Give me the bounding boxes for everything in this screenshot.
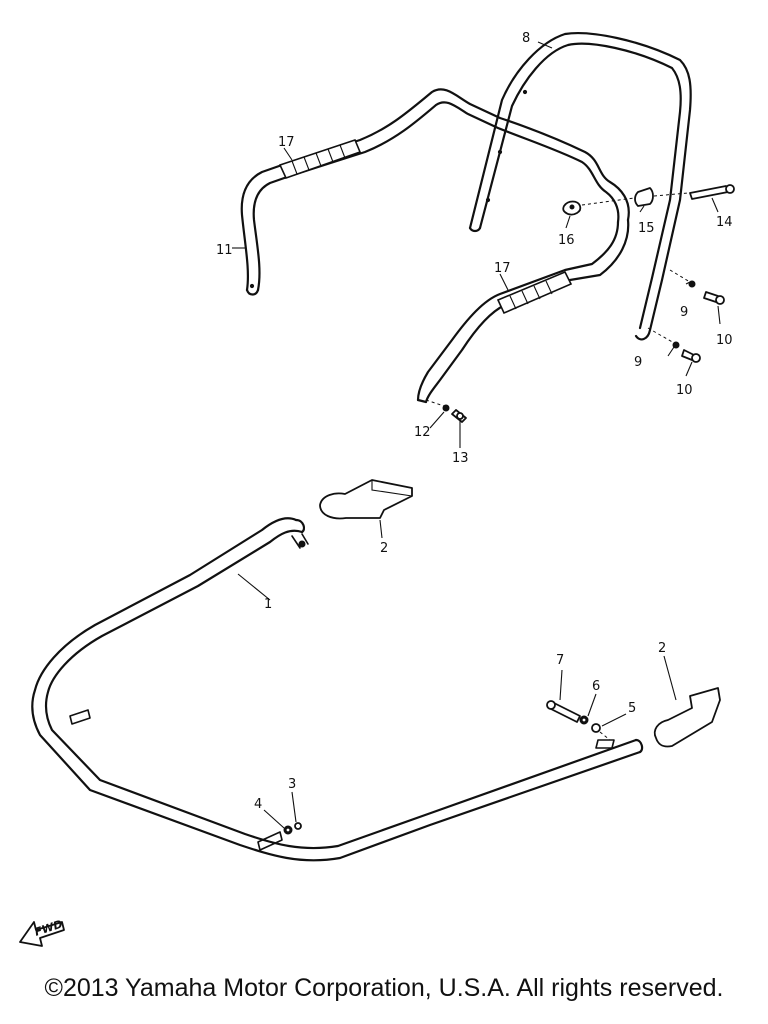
right-grip bbox=[496, 270, 573, 315]
callout-3: 3 bbox=[288, 777, 296, 792]
callout-9-upper: 9 bbox=[680, 305, 688, 320]
callout-2-lower: 2 bbox=[658, 641, 666, 656]
callout-2-upper: 2 bbox=[380, 541, 388, 556]
lower-hardware bbox=[283, 700, 611, 835]
callout-14: 14 bbox=[716, 215, 733, 230]
callout-10-lower: 10 bbox=[676, 383, 693, 398]
callout-10-upper: 10 bbox=[716, 333, 733, 348]
callout-8: 8 bbox=[522, 31, 530, 46]
callout-12: 12 bbox=[414, 425, 431, 440]
callout-7: 7 bbox=[556, 653, 564, 668]
callout-17-right: 17 bbox=[494, 261, 511, 276]
callout-9-lower: 9 bbox=[634, 355, 642, 370]
copyright-notice: ©2013 Yamaha Motor Corporation, U.S.A. A… bbox=[44, 974, 724, 1002]
callout-15: 15 bbox=[638, 221, 655, 236]
leader-lines bbox=[232, 41, 721, 829]
end-cap-upper bbox=[319, 479, 413, 520]
callout-5: 5 bbox=[628, 701, 636, 716]
end-cap-lower bbox=[653, 687, 721, 748]
left-grip bbox=[278, 139, 362, 179]
callout-labels: 8 17 11 17 16 15 14 9 10 9 10 12 13 2 1 … bbox=[216, 31, 733, 812]
upper-hardware bbox=[425, 184, 735, 423]
callout-6: 6 bbox=[592, 679, 600, 694]
callout-16: 16 bbox=[558, 233, 575, 248]
upper-handlebar-assembly bbox=[240, 32, 692, 404]
callout-13: 13 bbox=[452, 451, 469, 466]
callout-17-left: 17 bbox=[278, 135, 295, 150]
callout-11: 11 bbox=[216, 243, 233, 258]
callout-1: 1 bbox=[264, 597, 272, 612]
callout-4: 4 bbox=[254, 797, 262, 812]
forward-arrow-icon: FWD bbox=[19, 918, 65, 947]
lower-bumper-frame bbox=[31, 517, 644, 862]
